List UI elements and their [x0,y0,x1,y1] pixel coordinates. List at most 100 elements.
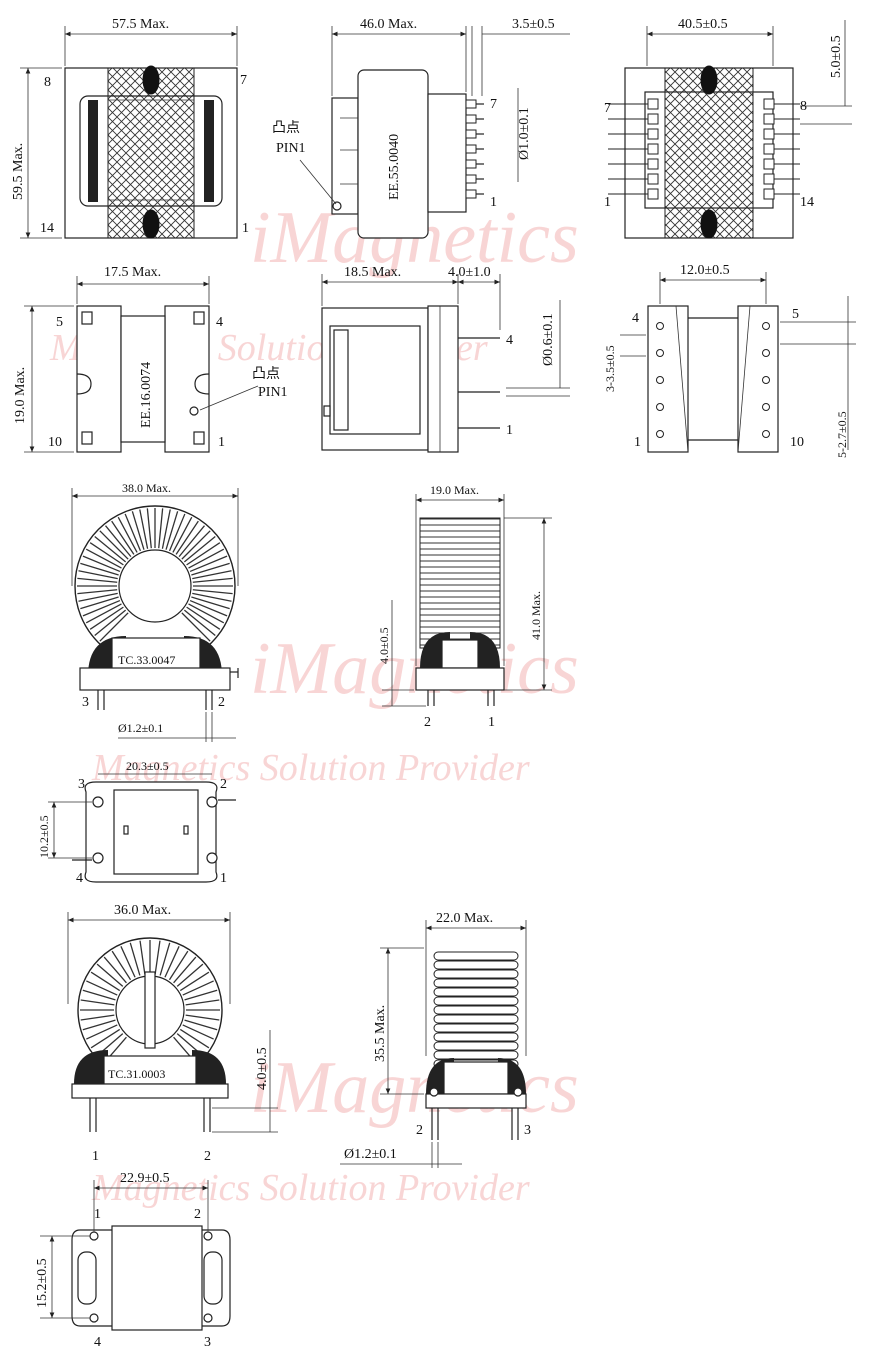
winding-wire [182,980,214,996]
tc33-side-width-label: 19.0 Max. [430,483,479,497]
ee55-bottom-pins [608,98,800,200]
pin-pad [647,143,659,155]
winding-rib [433,1014,519,1024]
winding-rib [433,1032,519,1042]
ee55-side-pin-dia: Ø1.0±0.1 [517,107,532,160]
ee16-front-pin-1: 1 [218,435,225,450]
tc33-front-pin-3: 3 [82,695,89,710]
winding-wire [80,562,119,576]
winding-wire [139,509,149,549]
winding-wire [99,612,129,642]
ee55-top-pin-7: 7 [240,73,247,88]
winding-wire [129,942,141,976]
ee16-bottom-pin-10: 10 [790,435,804,450]
winding-rib [433,951,519,961]
pin-pad [647,173,659,185]
winding-wire [181,530,211,560]
ee55-top-pin-1: 1 [242,221,249,236]
winding-wire [179,971,210,992]
pin-hole [656,349,664,357]
tc33-windings [77,508,233,642]
winding-wire [181,612,211,642]
winding-wire [78,570,118,580]
tc33-side-pin-len: 4.0±0.5 [377,627,391,664]
winding-wire [161,509,171,549]
pin-hole [656,430,664,438]
winding-wire [94,536,127,563]
ee16-side-pin-len: 4.0±1.0 [448,265,491,280]
winding-rib [433,1041,519,1051]
pin-pad [763,143,775,155]
winding-wire [80,999,115,1006]
ee55-top-pin-14: 14 [40,221,54,236]
winding-wire [168,950,189,981]
pin-pad [647,188,659,200]
pin-pad [465,129,477,139]
winding-wire [184,1019,218,1031]
ee55-bottom-pin-8: 8 [800,99,807,114]
winding-wire [176,963,204,987]
tc33-bottom-pin-3: 3 [78,777,85,792]
tc33-side-pin-2: 2 [424,715,431,730]
winding-wire [188,603,225,624]
ee55-bottom-pitch: 5.0±0.5 [829,35,844,78]
winding-wire [191,596,230,610]
winding-wire [77,577,118,583]
tc33-bottom-view: 20.3±0.5 10.2±0.5 3 2 4 1 [37,759,236,886]
winding-wire [120,946,136,978]
pin-pad [647,158,659,170]
winding-wire [89,542,124,566]
ee55-side-pins [465,99,484,199]
ee55-side-pin-7: 7 [490,97,497,112]
winding-rib [433,1050,519,1060]
pin-hole [762,430,770,438]
winding-wire [90,971,121,992]
ee16-side-view: 18.5 Max. 4.0±1.0 Ø0.6±0.1 4 1 [321,265,570,453]
ee55-top-pin-8: 8 [44,75,51,90]
ee16-front-pin-4: 4 [216,315,223,330]
ee16-bottom-pin-5: 5 [792,307,799,322]
winding-wire [185,999,220,1006]
pin-pad [465,99,477,109]
winding-wire [175,520,199,555]
ee55-side-pin-1: 1 [490,195,497,210]
winding-wire [186,542,221,566]
ee16-side-pin-dia: Ø0.6±0.1 [541,313,556,366]
winding-wire [186,606,221,630]
winding-wire [139,940,146,975]
winding-wire [192,589,233,595]
ee55-pin1-note: PIN1 [276,141,306,156]
ee55-bottom-pin-14: 14 [800,195,814,210]
ee16-part-number: EE.16.0074 [139,362,154,428]
ee16-front-width-label: 17.5 Max. [104,265,161,280]
winding-wire [105,525,132,558]
winding-wire [82,989,116,1001]
winding-wire [117,516,138,553]
pin-hole [762,349,770,357]
winding-wire [94,609,127,636]
winding-wire [188,548,225,569]
ee55-top-height-label: 59.5 Max. [11,143,26,200]
tc33-bottom-pin-4: 4 [76,871,83,886]
winding-wire [154,940,161,975]
ee55-side-part-number: EE.55.0040 [387,134,402,200]
pin-pad [763,128,775,140]
tc31-front-pin-2: 2 [204,1149,211,1164]
ee55-side-view: EE.55.0040 凸点 PIN1 46.0 Max. 3.5±0.5 Ø1.… [272,17,570,239]
ee16-side-pin-4: 4 [506,333,513,348]
winding-wire [172,516,193,553]
winding-wire [173,956,197,984]
winding-wire [89,606,124,630]
winding-wire [178,525,205,558]
pin-hole [656,403,664,411]
tc33-side-view: 19.0 Max. 41.0 Max. 4.0±0.5 2 1 [377,483,552,730]
tc31-bottom-width-label: 22.9±0.5 [120,1171,170,1186]
winding-wire [131,511,145,550]
tc33-front-view: TC.33.0047 38.0 Max. Ø1.2±0.1 3 2 [71,481,239,742]
tc31-side-width-label: 22.0 Max. [436,911,493,926]
pin-pad [763,158,775,170]
winding-wire [85,548,122,569]
tc33-front-width-label: 38.0 Max. [122,481,171,495]
winding-wire [111,950,132,981]
tc33-bottom-pin-2: 2 [220,777,227,792]
